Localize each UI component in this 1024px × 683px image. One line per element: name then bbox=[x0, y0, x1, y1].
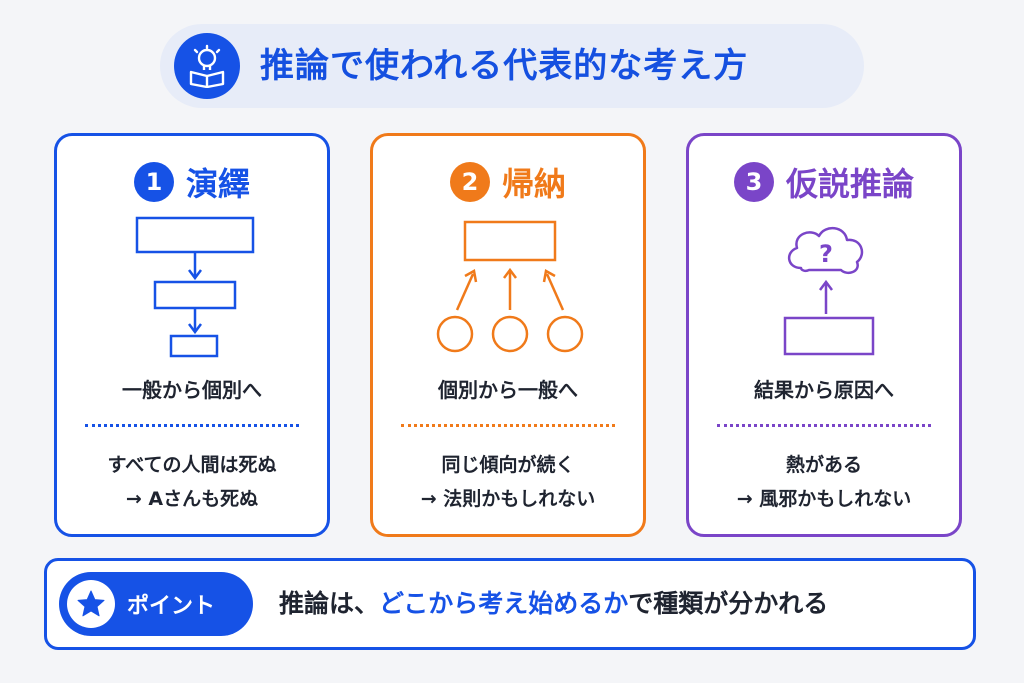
general-box bbox=[135, 216, 255, 254]
dotted-divider bbox=[401, 424, 615, 427]
card-deduction: 1 演繹 一般から個別へ すべての人間は死ぬ → Aさんも死ぬ bbox=[54, 133, 330, 537]
star-icon bbox=[67, 580, 115, 628]
card-example: 同じ傾向が続く → 法則かもしれない bbox=[373, 448, 643, 516]
point-text-highlight: どこから考え始めるか bbox=[379, 589, 629, 618]
card-header: 2 帰納 bbox=[373, 160, 643, 204]
card-title: 仮説推論 bbox=[785, 165, 914, 203]
card-example: すべての人間は死ぬ → Aさんも死ぬ bbox=[57, 448, 327, 516]
card-header: 3 仮説推論 bbox=[689, 160, 959, 204]
induction-diagram bbox=[436, 220, 584, 353]
abduction-diagram: ? bbox=[783, 227, 875, 356]
specific-case-circle bbox=[491, 315, 529, 353]
specific-case-circle bbox=[436, 315, 474, 353]
card-abduction: 3 仮説推論 ? 結果から原因へ 熱がある → 風邪かもしれない bbox=[686, 133, 962, 537]
middle-box bbox=[153, 280, 237, 310]
lightbulb-book-icon bbox=[174, 33, 240, 99]
point-badge: ポイント bbox=[59, 572, 253, 636]
deduction-diagram bbox=[135, 216, 255, 358]
thought-cloud-icon bbox=[788, 227, 864, 274]
card-number: 2 bbox=[449, 162, 490, 202]
card-subtitle: 個別から一般へ bbox=[438, 378, 578, 402]
card-example: 熱がある → 風邪かもしれない bbox=[689, 448, 959, 516]
example-line: → 法則かもしれない bbox=[420, 488, 596, 510]
specific-box bbox=[169, 334, 219, 358]
general-box bbox=[463, 220, 557, 262]
example-line: 熱がある bbox=[785, 454, 862, 476]
point-box: ポイント 推論は、どこから考え始めるかで種類が分かれる bbox=[44, 558, 976, 650]
example-line: 同じ傾向が続く bbox=[441, 454, 575, 476]
card-number: 1 bbox=[133, 162, 174, 202]
point-text-before: 推論は、 bbox=[279, 589, 380, 618]
arrow-up bbox=[455, 273, 475, 311]
card-title: 帰納 bbox=[501, 165, 566, 203]
dotted-divider bbox=[717, 424, 931, 427]
question-mark: ? bbox=[819, 240, 833, 268]
example-line: すべての人間は死ぬ bbox=[107, 454, 277, 476]
point-text: 推論は、どこから考え始めるかで種類が分かれる bbox=[279, 561, 828, 647]
point-text-after: で種類が分かれる bbox=[628, 589, 829, 618]
point-label: ポイント bbox=[127, 594, 216, 619]
title-banner: 推論で使われる代表的な考え方 bbox=[160, 24, 864, 108]
specific-case-circle bbox=[546, 315, 584, 353]
dotted-divider bbox=[85, 424, 299, 427]
card-subtitle: 一般から個別へ bbox=[122, 378, 262, 402]
result-box bbox=[783, 316, 875, 356]
example-line: → 風邪かもしれない bbox=[736, 488, 912, 510]
example-line: → Aさんも死ぬ bbox=[125, 488, 259, 510]
card-title: 演繹 bbox=[185, 165, 250, 203]
card-induction: 2 帰納 個別から一般へ 同じ傾向が続く → 法則かもしれない bbox=[370, 133, 646, 537]
card-header: 1 演繹 bbox=[57, 160, 327, 204]
card-number: 3 bbox=[733, 162, 774, 202]
page-title: 推論で使われる代表的な考え方 bbox=[260, 46, 749, 86]
card-subtitle: 結果から原因へ bbox=[754, 378, 894, 402]
arrow-up bbox=[545, 273, 565, 311]
